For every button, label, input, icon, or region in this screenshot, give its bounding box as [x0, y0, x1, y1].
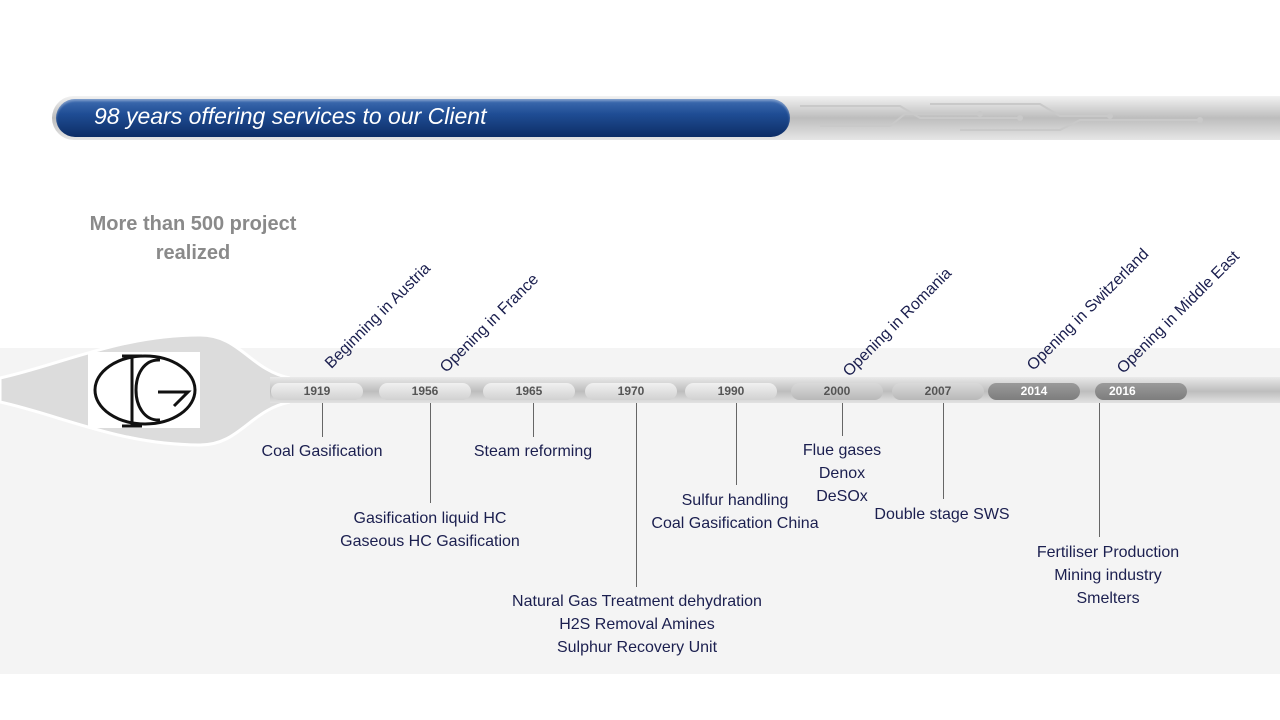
milestone-line: Smelters: [1076, 590, 1140, 607]
milestone-line: Coal Gasification: [261, 443, 383, 460]
milestone-1970: Natural Gas Treatment dehydration H2S Re…: [512, 590, 762, 659]
projects-summary-line1: More than 500 project: [89, 213, 297, 235]
milestone-line: Gaseous HC Gasification: [340, 533, 520, 550]
milestone-line: Double stage SWS: [874, 506, 1010, 523]
milestone-line: Sulphur Recovery Unit: [556, 639, 718, 656]
connector-2016: [1099, 403, 1100, 537]
connector-1965: [533, 403, 534, 437]
milestone-line: Flue gases: [802, 442, 882, 459]
year-pill-2007: 2007: [892, 383, 984, 400]
milestone-1919: Coal Gasification: [262, 440, 383, 463]
connector-1956: [430, 403, 431, 503]
year-pill-1970: 1970: [585, 383, 677, 400]
connector-1919: [322, 403, 323, 437]
milestone-line: Fertiliser Production: [1036, 544, 1180, 561]
year-pill-2000: 2000: [791, 383, 883, 400]
year-pill-2014: 2014: [988, 383, 1080, 400]
milestone-line: Natural Gas Treatment dehydration: [512, 593, 762, 610]
connector-2000: [842, 403, 843, 436]
projects-summary-line2: realized: [155, 242, 231, 264]
year-pill-1990: 1990: [685, 383, 777, 400]
milestone-1965: Steam reforming: [474, 440, 592, 463]
projects-summary: More than 500 project realized: [60, 210, 326, 268]
milestone-1956: Gasification liquid HC Gaseous HC Gasifi…: [340, 507, 520, 553]
company-logo: [0, 333, 290, 447]
milestone-line: Steam reforming: [473, 443, 593, 460]
milestone-line: H2S Removal Amines: [559, 616, 715, 633]
year-pill-1919: 1919: [271, 383, 363, 400]
year-pill-1956: 1956: [379, 383, 471, 400]
year-pill-2016: 2016: [1095, 383, 1187, 400]
milestone-line: Gasification liquid HC: [353, 510, 507, 527]
milestone-line: Mining industry: [1054, 567, 1162, 584]
header-blue-bar: [56, 99, 790, 137]
year-pill-1965: 1965: [483, 383, 575, 400]
milestone-1990: Sulfur handling Coal Gasification China: [651, 489, 818, 535]
milestone-line: Coal Gasification China: [651, 515, 819, 532]
connector-2007: [943, 403, 944, 499]
milestone-line: Denox: [818, 465, 866, 482]
connector-1990: [736, 403, 737, 485]
circuit-decoration: [800, 103, 1203, 131]
milestone-line: Sulfur handling: [681, 492, 789, 509]
milestone-2000: Flue gases Denox DeSOx: [803, 439, 881, 508]
milestone-2016: Fertiliser Production Mining industry Sm…: [1037, 541, 1179, 610]
milestone-line: DeSOx: [816, 488, 868, 505]
connector-1970: [636, 403, 637, 587]
milestone-2007: Double stage SWS: [874, 503, 1009, 526]
header-title: 98 years offering services to our Client: [94, 103, 487, 129]
